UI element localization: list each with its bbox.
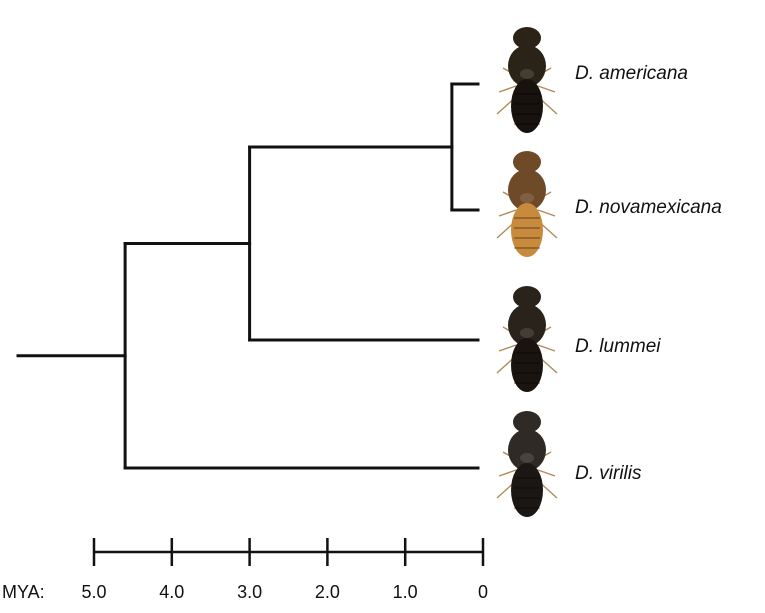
- time-axis-tick-label: 1.0: [393, 582, 418, 602]
- species-labels: D. americana D. novamexicana D. lummei D…: [575, 63, 722, 484]
- species-label-americana: D. americana: [575, 63, 688, 84]
- phylogenetic-tree: [18, 84, 478, 468]
- fly-specimen-americana: [497, 27, 557, 133]
- time-axis-tick-label: 0: [478, 582, 488, 602]
- fly-specimens: [497, 27, 557, 517]
- time-axis-tick-label: 3.0: [237, 582, 262, 602]
- time-axis: MYA: 5.0 4.0 3.0 2.0 1.0 0: [2, 538, 488, 602]
- time-axis-tick-label: 4.0: [159, 582, 184, 602]
- time-axis-tick-label: 2.0: [315, 582, 340, 602]
- species-label-lummei: D. lummei: [575, 336, 661, 357]
- time-axis-tick-label: 5.0: [81, 582, 106, 602]
- species-label-virilis: D. virilis: [575, 463, 642, 484]
- fly-specimen-virilis: [497, 411, 557, 517]
- species-label-novamexicana: D. novamexicana: [575, 197, 722, 218]
- axis-prefix-label: MYA:: [2, 582, 45, 602]
- fly-specimen-novamexicana: [497, 151, 557, 257]
- fly-specimen-lummei: [497, 286, 557, 392]
